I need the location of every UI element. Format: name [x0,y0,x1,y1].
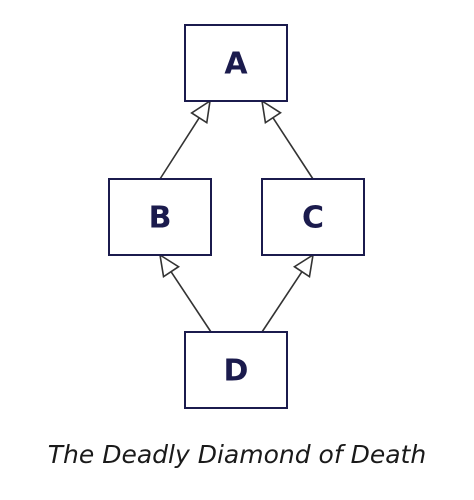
class-box [261,178,365,256]
inheritance-edge-c-to-a [260,99,314,180]
class-node-d: D [184,331,288,409]
nodes: A B C D [108,24,365,409]
class-box [108,178,212,256]
diagram-caption: The Deadly Diamond of Death [47,440,427,469]
class-label: B [149,201,172,236]
hollow-triangle-arrowhead-icon [158,253,181,278]
edge-line [159,117,200,180]
hollow-triangle-arrowhead-icon [292,253,315,278]
hollow-triangle-arrowhead-icon [190,99,212,125]
edges [158,99,315,333]
class-node-c: C [261,178,365,256]
edge-line [272,117,314,180]
class-node-a: A [184,24,288,102]
hollow-triangle-arrowhead-icon [260,99,282,125]
class-node-b: B [108,178,212,256]
inheritance-diagram: A B C D [108,24,365,409]
inheritance-edge-b-to-a [159,99,212,180]
inheritance-edge-d-to-c [261,253,315,333]
class-box [184,331,288,409]
inheritance-edge-d-to-b [158,253,212,333]
class-label: D [224,354,249,389]
edge-line [170,271,212,333]
edge-line [261,271,303,333]
class-label: A [224,47,248,82]
class-label: C [302,201,324,236]
class-box [184,24,288,102]
